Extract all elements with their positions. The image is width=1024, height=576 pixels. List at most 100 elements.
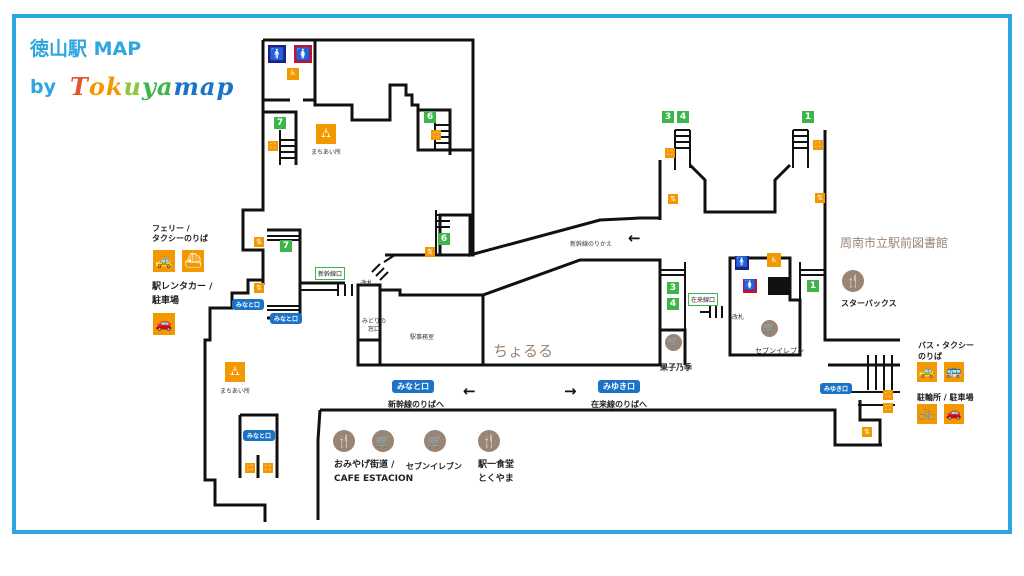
elevator-icon: ⇅ <box>425 247 435 257</box>
bus-taxi-label: バス・タクシーのりば <box>918 340 974 362</box>
arrow-left-icon: ← <box>463 382 476 400</box>
escalator-icon: ⛶ <box>263 463 273 473</box>
kashinoki-label: 果子乃季 <box>660 363 692 372</box>
escalator-icon: ⛶ <box>431 130 441 140</box>
elevator-icon: ⇅ <box>254 237 264 247</box>
stairs-1-lower <box>799 262 825 300</box>
wall-south-corridor <box>320 408 882 447</box>
wall-south-west <box>316 409 322 520</box>
rental-car-label: 駅レンタカー /駐車場 <box>152 280 212 309</box>
map-title: 徳山駅 MAP <box>30 38 142 60</box>
byline: by <box>30 76 56 98</box>
car-icon: 🚗 <box>944 404 964 424</box>
midori-window-label: みどりの窓口 <box>362 318 386 335</box>
gate-zairai <box>700 306 723 318</box>
minato-exit-badge: みなと口 <box>270 313 303 324</box>
exit-1-badge: 1 <box>802 111 814 123</box>
escalator-icon: ⛶ <box>813 140 823 150</box>
wall-stair7-box <box>263 110 298 165</box>
bus-icon: 🚌 <box>944 362 964 382</box>
logo-letter: o <box>88 72 106 101</box>
exit-4-lower-badge: 4 <box>667 298 679 310</box>
ekiichi-line2: とくやま <box>478 474 514 485</box>
arrow-left-icon: ← <box>628 229 641 247</box>
elevator-icon: ⇅ <box>815 193 825 203</box>
wall-north-block <box>263 38 475 257</box>
exit-3-badge: 3 <box>662 111 674 123</box>
elevator-icon: ⇅ <box>668 194 678 204</box>
bike-parking-label: 駐輪所 / 駐車場 <box>917 393 974 402</box>
starbucks-label: スターバックス <box>841 299 897 308</box>
bicycle-icon: 🚲 <box>917 404 937 424</box>
gate-diagonal <box>371 254 396 281</box>
taxi-icon: 🚕 <box>917 362 937 382</box>
wall-west-upper <box>241 40 265 285</box>
wall-stair6-box <box>418 108 452 155</box>
female-toilet-icon: 🚺 <box>294 45 312 63</box>
wall-upper-right <box>420 160 662 257</box>
stairs-34-lower <box>660 262 686 330</box>
wall-midori <box>358 290 485 365</box>
taxi-icon: 🚕 <box>153 250 175 272</box>
tokuyamap-logo[interactable]: Tokuyamap <box>70 72 234 101</box>
exit-7-badge: 7 <box>274 117 286 129</box>
escalator-icon: ⛶ <box>665 148 675 158</box>
omiyage-line2: CAFE ESTACION <box>334 474 414 485</box>
shinkansen-gate-label: 新幹線口 <box>315 267 346 280</box>
wheelchair-icon: ♿ <box>767 253 781 267</box>
cart-icon: 🛒 <box>665 334 682 351</box>
wall-lower-box <box>238 413 279 478</box>
stairs-1 <box>792 129 809 168</box>
bus-taxi-line1: バス・タクシー <box>918 341 974 350</box>
minato-exit-badge: みなと口 <box>232 299 265 310</box>
miyuki-exit-badge: みゆき口 <box>820 383 853 394</box>
gate-shinkansen <box>300 284 353 296</box>
cart-icon: 🛒 <box>372 430 394 452</box>
locker-icon <box>768 277 790 295</box>
to-zairai-label: 在来線のりばへ <box>591 400 647 409</box>
wheelchair-icon: ♿ <box>287 68 299 80</box>
escalator-icon: ⛶ <box>268 141 278 151</box>
wall-west-stepped <box>203 278 267 522</box>
station-office-label: 駅事務室 <box>410 334 435 341</box>
stairs-7-top <box>279 130 296 165</box>
logo-letter: T <box>70 72 89 101</box>
female-toilet-icon: 🚺 <box>743 279 757 293</box>
male-toilet-icon: 🚹 <box>268 45 286 63</box>
exit-6-lower-badge: 6 <box>438 233 450 245</box>
fork-knife-icon: 🍴 <box>333 430 355 452</box>
exit-3-lower-badge: 3 <box>667 282 679 294</box>
wall-sunken <box>688 163 792 214</box>
choruru-label: ちょるる <box>493 342 554 360</box>
escalator-icon: ⛶ <box>883 390 893 400</box>
waiting-area-icon: ⛼ <box>316 124 336 144</box>
ticket-gate-label: 改札 <box>732 314 745 321</box>
logo-letter: u <box>123 72 142 101</box>
stairs-6-top <box>434 120 450 150</box>
omiyage-line1: おみやげ街道 / <box>334 460 395 470</box>
wall-east-loop <box>858 400 882 445</box>
to-shinkansen-label: 新幹線のりばへ <box>388 400 444 409</box>
fork-knife-icon: 🍴 <box>478 430 500 452</box>
shinkansen-transfer-label: 新幹線のりかえ <box>570 241 613 248</box>
stairs-miyuki <box>867 355 893 390</box>
exit-4-badge: 4 <box>677 111 689 123</box>
escalator-icon: ⛶ <box>245 463 255 473</box>
logo-letter: a <box>199 72 217 101</box>
logo-letter: a <box>156 72 174 101</box>
ship-icon: ⛴ <box>182 250 204 272</box>
car-icon: 🚗 <box>153 313 175 335</box>
ferry-taxi-label: フェリー /タクシーのりば <box>152 224 208 244</box>
wall-east-upper <box>823 130 900 342</box>
logo-letter: y <box>141 72 157 101</box>
fork-knife-icon: 🍴 <box>842 270 864 292</box>
miyuki-exit-direction-badge: みゆき口 <box>598 380 640 393</box>
waiting-area-label: まちあい所 <box>220 388 251 395</box>
waiting-area-icon: ⛼ <box>225 362 245 382</box>
seven-eleven-south-label: セブンイレブン <box>406 462 462 471</box>
rental-line2: 駐車場 <box>152 296 180 307</box>
minato-exit-direction-badge: みなと口 <box>392 380 434 393</box>
midori-line1: みどりの <box>362 318 387 325</box>
cart-icon: 🛒 <box>761 320 778 337</box>
